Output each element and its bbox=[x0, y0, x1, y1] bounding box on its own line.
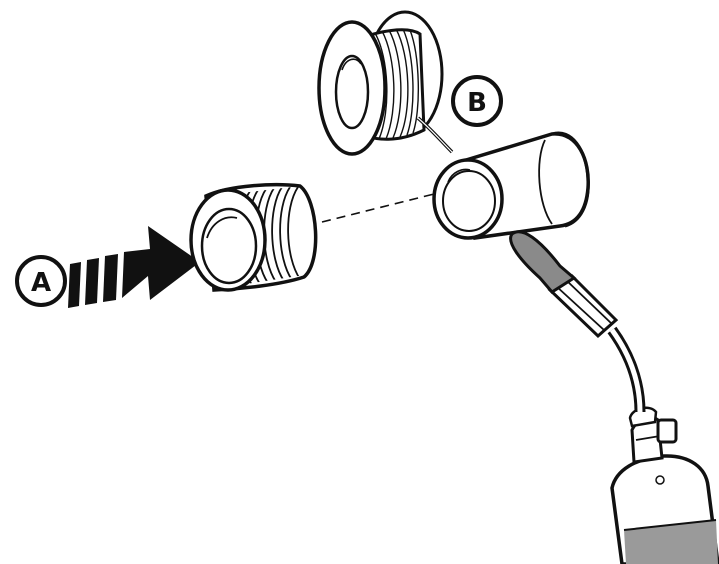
solder-spool-icon bbox=[317, 10, 454, 156]
callout-b-circle bbox=[451, 75, 503, 127]
threaded-adapter-icon bbox=[189, 183, 318, 292]
callout-b: B bbox=[451, 75, 503, 127]
callout-a-circle bbox=[15, 255, 67, 307]
alignment-dashed-line bbox=[321, 187, 459, 223]
callout-a: A bbox=[15, 255, 67, 307]
torch-icon bbox=[509, 230, 719, 564]
copper-fitting-icon bbox=[432, 131, 590, 240]
callout-b-label: B bbox=[467, 88, 487, 118]
push-arrow-icon bbox=[68, 226, 200, 308]
callout-a-label: A bbox=[31, 268, 51, 298]
